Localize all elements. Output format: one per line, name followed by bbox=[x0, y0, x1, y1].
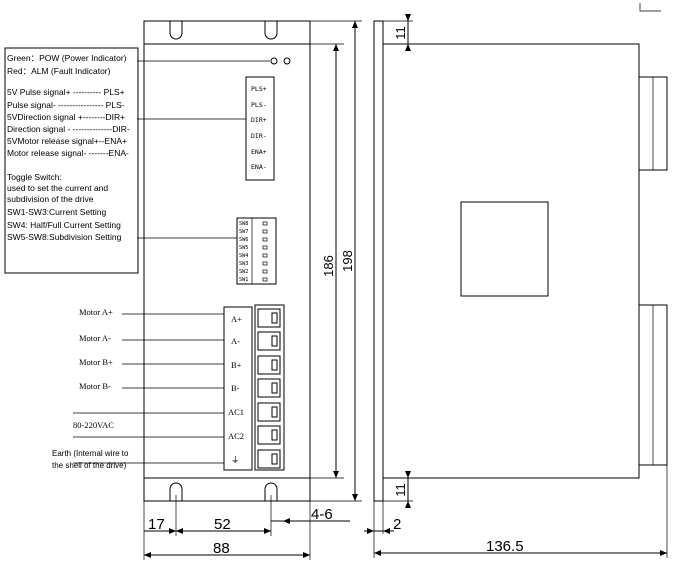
svg-text:SW8: SW8 bbox=[239, 221, 248, 227]
terminal-ac2: AC2 bbox=[228, 431, 244, 441]
label-motor-a-minus: Motor A- bbox=[79, 333, 111, 343]
terminal-a-plus: A+ bbox=[231, 314, 242, 324]
side-dimensions: 11 11 2 136.5 bbox=[364, 14, 668, 558]
power-terminal-labels bbox=[223, 306, 253, 471]
dim-198: 198 bbox=[340, 250, 355, 272]
svg-text:SW6: SW6 bbox=[239, 237, 248, 243]
dip-switch-labels: SW8 SW7 SW6 SW5 SW4 SW3 SW2 SW1 bbox=[239, 221, 248, 283]
drive-body bbox=[143, 20, 311, 502]
terminal-ac1: AC1 bbox=[228, 407, 244, 417]
svg-text:SW3: SW3 bbox=[239, 261, 248, 267]
note-pow: Green：POW (Power Indicator) bbox=[7, 53, 127, 63]
terminal-screws bbox=[257, 308, 281, 469]
dim-136-5: 136.5 bbox=[486, 538, 524, 555]
note-ena-minus: Motor release signal- -------ENA- bbox=[7, 148, 129, 158]
dim-88: 88 bbox=[213, 540, 230, 557]
dim-11-bottom: 11 bbox=[393, 483, 408, 497]
power-terminal-block bbox=[254, 304, 285, 471]
note-pls-minus: Pulse signal- ---------------- PLS- bbox=[7, 100, 125, 110]
note-sw4: SW4: Half/Full Current Setting bbox=[7, 220, 121, 230]
terminal-ena-plus: ENA+ bbox=[251, 148, 267, 156]
dim-17: 17 bbox=[148, 516, 165, 533]
legend-box: Green：POW (Power Indicator) Red：ALM (Fau… bbox=[4, 47, 139, 274]
terminal-dir-minus: DIR- bbox=[251, 132, 267, 140]
terminal-ena-minus: ENA- bbox=[251, 163, 267, 171]
svg-text:SW5: SW5 bbox=[239, 245, 248, 251]
leader-lines bbox=[73, 60, 270, 464]
dip-switch-block bbox=[236, 217, 277, 285]
terminal-b-minus: B- bbox=[231, 383, 240, 393]
terminal-pls-minus: PLS- bbox=[251, 101, 267, 109]
top-mounting-slot-right bbox=[264, 21, 278, 40]
dip-switch-levers bbox=[262, 221, 268, 282]
dim-11-top: 11 bbox=[393, 26, 408, 40]
label-earth-2: the shell of the drive) bbox=[52, 461, 127, 470]
front-dimensions: 186 198 17 52 4-6 88 bbox=[143, 20, 362, 560]
note-dir-plus: 5VDirection signal +--------DIR+ bbox=[7, 112, 125, 122]
note-ena-plus: 5VMotor release signal+--ENA+ bbox=[7, 136, 127, 146]
svg-text:SW1: SW1 bbox=[239, 277, 248, 283]
dim-52: 52 bbox=[214, 516, 231, 533]
pow-led bbox=[270, 57, 278, 65]
note-sw5-sw8: SW5-SW8:Subdivision Setting bbox=[7, 232, 122, 242]
terminal-a-minus: A- bbox=[231, 336, 240, 346]
note-toggle-desc-2: subdivision of the drive bbox=[7, 194, 94, 204]
mounting-plate bbox=[373, 20, 384, 502]
note-pls-plus: 5V Pulse signal+ ---------- PLS+ bbox=[7, 87, 125, 97]
power-labels: Motor A+ Motor A- Motor B+ Motor B- 80-2… bbox=[52, 307, 129, 470]
label-ac-input: 80-220VAC bbox=[73, 420, 114, 430]
label-earth-1: Earth (Internal wire to bbox=[52, 449, 129, 458]
dim-4-6: 4-6 bbox=[311, 506, 333, 523]
dim-186: 186 bbox=[321, 255, 336, 277]
terminal-dir-plus: DIR+ bbox=[251, 116, 267, 124]
label-motor-a-plus: Motor A+ bbox=[79, 307, 113, 317]
top-mounting-slot-left bbox=[169, 21, 183, 40]
svg-text:SW4: SW4 bbox=[239, 253, 248, 259]
dim-2: 2 bbox=[393, 516, 401, 533]
heatsink-body bbox=[382, 43, 640, 479]
label-motor-b-minus: Motor B- bbox=[79, 381, 111, 391]
bottom-mounting-slot-right bbox=[264, 482, 278, 501]
label-plate bbox=[460, 201, 549, 297]
svg-text:SW7: SW7 bbox=[239, 229, 248, 235]
front-view: PLS+ PLS- DIR+ DIR- ENA+ ENA- SW8 SW7 SW… bbox=[143, 20, 311, 502]
label-motor-b-plus: Motor B+ bbox=[79, 357, 113, 367]
terminal-b-plus: B+ bbox=[231, 360, 242, 370]
bottom-mounting-slot-left bbox=[169, 482, 183, 501]
svg-text:SW2: SW2 bbox=[239, 269, 248, 275]
note-toggle-title: Toggle Switch: bbox=[7, 172, 62, 182]
note-dir-minus: Direction signal - --------------DIR- bbox=[7, 124, 130, 134]
side-view bbox=[373, 20, 668, 502]
note-toggle-desc-1: used to set the current and bbox=[7, 183, 108, 193]
terminal-earth: ⏚ bbox=[231, 455, 240, 465]
signal-terminal-block bbox=[245, 76, 275, 181]
corner-mark bbox=[639, 3, 661, 12]
alm-led bbox=[283, 57, 291, 65]
terminal-pls-plus: PLS+ bbox=[251, 85, 267, 93]
note-alm: Red：ALM (Fault Indicator) bbox=[7, 66, 111, 76]
note-sw1-sw3: SW1-SW3:Current Setting bbox=[7, 207, 106, 217]
